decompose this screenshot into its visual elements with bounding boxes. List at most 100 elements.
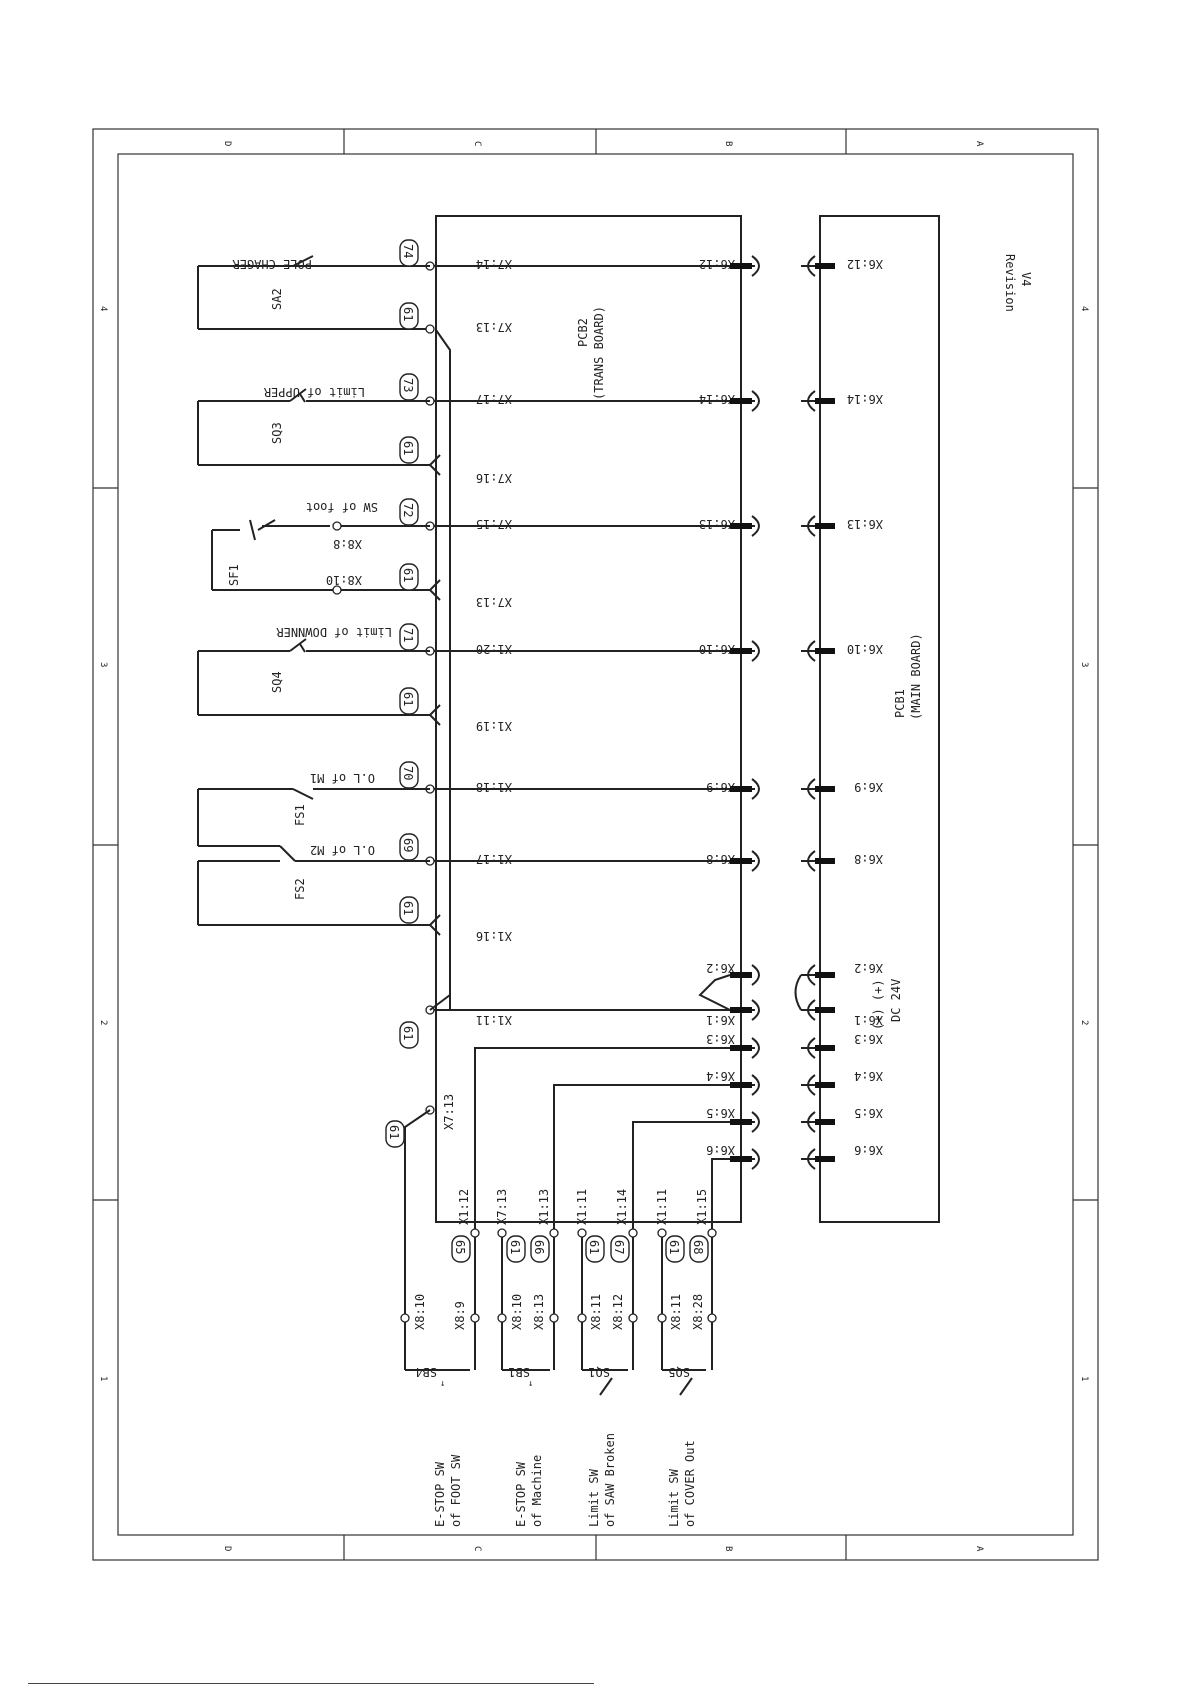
device-desc-limit-upper: Limit of UPPER	[263, 385, 365, 399]
zone-letter-bottom-3: B	[723, 1546, 733, 1551]
zone-letter-top-3: B	[723, 141, 733, 146]
pcb2-name: PCB2	[576, 318, 590, 347]
pcb2-pin-x7-15: X7:15	[476, 517, 512, 531]
device-sb4: SB4	[415, 1365, 437, 1379]
main-pin-x6-6: X6:6	[854, 1143, 883, 1157]
x6-pin-4: X6:4	[706, 1069, 735, 1083]
pcb2-pin-x1-17: X1:17	[476, 852, 512, 866]
x6-pin-3: X6:3	[706, 1032, 735, 1046]
sq1-terminal-1: X8:11	[589, 1294, 603, 1330]
group-name-e-stop-foot: E-STOP SW	[433, 1461, 447, 1527]
zone-number-left-3: 2	[98, 1020, 108, 1025]
x6-pin-2: X6:2	[706, 961, 735, 975]
row-73-limit-upper: 73 61 Limit of UPPER SQ3 X7:17 X7:16 X6:…	[197, 373, 883, 485]
pcb2-pin-x1-11: X1:11	[575, 1189, 589, 1225]
device-sq5: SQ5	[668, 1365, 690, 1379]
power-voltage: DC 24V	[889, 979, 903, 1022]
group-sub-limit-cover: of COVER Out	[683, 1440, 697, 1527]
x6-pin-5: X6:5	[706, 1106, 735, 1120]
zone-number-left-1: 4	[98, 306, 108, 311]
pcb1-subtitle: (MAIN BOARD)	[909, 633, 923, 720]
main-pin-x6-3: X6:3	[854, 1032, 883, 1046]
sb1-terminal-1: X8:10	[510, 1294, 524, 1330]
main-pin-x6-10: X6:10	[847, 642, 883, 656]
zone-number-right-3: 2	[1079, 1020, 1089, 1025]
wire-number-70: 70	[401, 766, 415, 780]
zone-letter-bottom-2: C	[472, 1546, 482, 1551]
main-pin-x6-8: X6:8	[854, 852, 883, 866]
zone-number-left-4: 1	[98, 1376, 108, 1381]
device-sq3: SQ3	[270, 422, 284, 444]
e-stop-mushroom-icon: ↓	[440, 1379, 445, 1389]
pcb2-pin-x7-16: X7:16	[476, 471, 512, 485]
pcb2-pin-x7-13: X7:13	[495, 1189, 509, 1225]
wire-number-61-left: 61	[387, 1125, 401, 1139]
zone-letter-top-4: A	[974, 141, 984, 147]
e-stop-mushroom-icon: ↓	[528, 1379, 533, 1389]
main-pin-x6-14: X6:14	[847, 392, 883, 406]
x6-pin-12: X6:12	[699, 257, 735, 271]
device-sf1: SF1	[227, 564, 241, 586]
row-72-sw-foot: 72 61 SW of foot X8:8 X8:10 SF1 X7:15 X7…	[211, 498, 883, 609]
pcb2-pin-x1-13: X1:13	[537, 1189, 551, 1225]
device-desc-sw-foot: SW of foot	[306, 500, 378, 514]
zone-number-left-2: 3	[98, 662, 108, 667]
wire-tag	[399, 239, 419, 267]
wire-number-61: 61	[587, 1240, 601, 1254]
pcb2-trans-board	[435, 215, 742, 1223]
device-fs2: FS2	[293, 878, 307, 900]
device-sq1: SQ1	[588, 1365, 610, 1379]
sq1-terminal-2: X8:12	[611, 1294, 625, 1330]
device-desc-pole-chager: POLE CHAGER	[232, 257, 312, 271]
switch-group-e-stop-foot: X8:10 X8:9 SB4 ↓ 65 X1:12 E-STOP SW of F…	[400, 1189, 480, 1527]
x6-pin-8: X6:8	[706, 852, 735, 866]
common-bus-61	[435, 329, 451, 1010]
main-pin-x6-1: X6:1	[854, 1013, 883, 1027]
zone-number-right-1: 4	[1079, 306, 1089, 311]
group-name-limit-saw: Limit SW	[587, 1468, 601, 1527]
zone-letter-bottom-4: A	[974, 1546, 984, 1552]
x6-pin-13: X6:13	[699, 517, 735, 531]
wire-number-61: 61	[401, 1026, 415, 1040]
wire-number-61: 61	[401, 692, 415, 706]
x6-pin-14: X6:14	[699, 392, 735, 406]
zone-number-right-2: 3	[1079, 662, 1089, 667]
wire-number-69: 69	[401, 838, 415, 852]
main-pin-x6-2: X6:2	[854, 961, 883, 975]
wire-number-61: 61	[667, 1240, 681, 1254]
page-bottom-rule	[28, 1683, 594, 1684]
terminal-x8-10: X8:10	[326, 573, 362, 587]
pcb2-pin-x7-14: X7:14	[476, 257, 512, 271]
sq5-terminal-2: X8:28	[691, 1294, 705, 1330]
zone-letter-top-1: D	[222, 141, 232, 146]
x6-pin-1: X6:1	[706, 1013, 735, 1027]
main-pin-x6-13: X6:13	[847, 517, 883, 531]
revision-label: Revision	[1003, 254, 1017, 312]
pcb1-name: PCB1	[893, 689, 907, 718]
wire-number-73: 73	[401, 378, 415, 392]
row-71-limit-downner: 71 61 Limit of DOWNNER SQ4 X1:20 X1:19 X…	[197, 623, 883, 733]
sb4-terminal-1: X8:10	[413, 1294, 427, 1330]
switch-group-limit-saw: X8:11 X8:12 SQ1 61 67 X1:11 X1:14 Limit …	[575, 1189, 638, 1527]
pcb2-pin-x7-13-left: X7:13	[442, 1094, 456, 1130]
device-sa2: SA2	[270, 288, 284, 310]
device-fs1: FS1	[293, 804, 307, 826]
row-69-ol-m2: 69 61 O.L of M2 FS2 X1:17 X1:16 X6:8 X6:…	[197, 833, 883, 943]
pcb1-main-board	[819, 215, 940, 1223]
terminal-x8-8: X8:8	[333, 537, 362, 551]
wire-number-61: 61	[401, 307, 415, 321]
pcb2-pin-x7-13: X7:13	[476, 320, 512, 334]
wire-number-61: 61	[508, 1240, 522, 1254]
device-sq4: SQ4	[270, 671, 284, 693]
switch-group-e-stop-machine: X8:10 X8:13 SB1 ↓ 61 66 X7:13 X1:13 E-ST…	[495, 1189, 559, 1527]
x6-pin-9: X6:9	[706, 780, 735, 794]
pcb2-subtitle: (TRANS BOARD)	[592, 306, 606, 400]
sq5-terminal-1: X8:11	[669, 1294, 683, 1330]
pcb2-pin-x1-20: X1:20	[476, 642, 512, 656]
pcb2-pin-x1-12: X1:12	[457, 1189, 471, 1225]
zone-letter-top-2: C	[472, 141, 482, 146]
pcb2-pin-x1-11: X1:11	[655, 1189, 669, 1225]
wire-number-65: 65	[453, 1240, 467, 1254]
row-74-pole-chager: 74 61 POLE CHAGER SA2 X7:14 X7:13 X6:12 …	[197, 239, 883, 334]
